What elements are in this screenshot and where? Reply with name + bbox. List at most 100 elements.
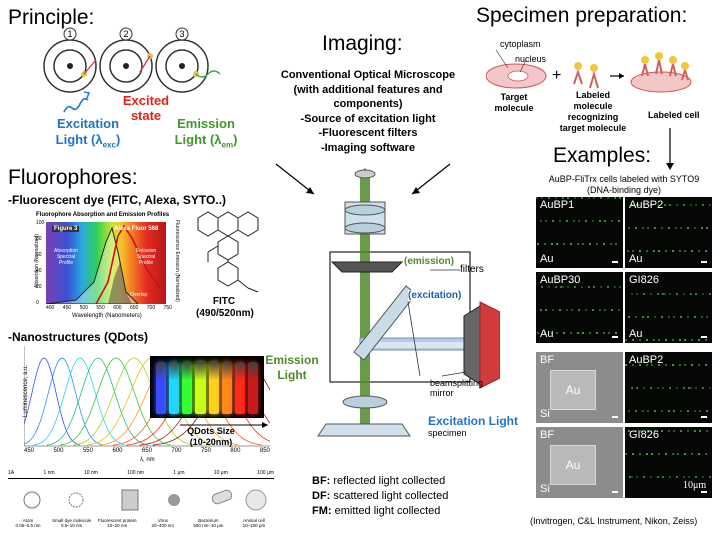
fluorescent-spot — [672, 364, 674, 366]
examples-caption: AuBP-FliTrx cells labeled with SYTO9 (DN… — [548, 174, 700, 195]
fluorescent-spot — [695, 293, 697, 295]
fluorescent-spot — [690, 293, 692, 295]
excited-state-label: Excited state — [122, 93, 170, 123]
fluorescent-spot — [615, 332, 617, 334]
fluorescent-spot — [662, 476, 664, 478]
qdot-vial-1 — [156, 362, 167, 414]
fluorescent-spot — [705, 453, 707, 455]
fluorescent-spot — [570, 243, 572, 245]
excitation-light-label: Excitation Light (λexc) — [55, 116, 121, 150]
scale-bar — [701, 491, 707, 493]
qdot-vial-6 — [221, 362, 232, 414]
spectrum-background — [46, 222, 166, 304]
fluorescent-spot — [694, 316, 696, 318]
fluorescent-spot — [705, 250, 707, 252]
imaging-title: Imaging: — [322, 32, 403, 55]
fluorescent-spot — [691, 453, 693, 455]
scale-object-icons — [23, 489, 267, 511]
emission-beam — [360, 176, 370, 434]
mode-fm: FM: emitted light collected — [312, 505, 441, 517]
scale-bar — [612, 336, 618, 338]
fluorescent-spot — [650, 293, 652, 295]
fluorescent-spot — [675, 227, 677, 229]
fluorescent-spot — [709, 204, 711, 206]
fluorescent-spot — [654, 430, 656, 432]
fluorescent-dye-line: -Fluorescent dye (FITC, Alexa, SYTO..) — [8, 193, 227, 207]
fluorescent-spot — [679, 364, 681, 366]
fluorescent-spot — [548, 286, 550, 288]
fluorescent-spot — [698, 339, 700, 341]
fluorescent-spot — [582, 332, 584, 334]
fluorescent-spot — [607, 197, 609, 199]
fluorescent-spot — [608, 332, 610, 334]
fluorescent-spot — [619, 286, 621, 288]
qdots-label: -Nanostructures (QDots) — [8, 330, 149, 344]
fluorescent-spot — [684, 339, 686, 341]
fluorescent-spot — [698, 364, 700, 366]
fluorescent-spot — [627, 250, 629, 252]
fluorescent-spot — [651, 453, 653, 455]
fluorescent-spot — [589, 243, 591, 245]
fluorescent-spot — [578, 309, 580, 311]
fluorescent-spot — [589, 332, 591, 334]
fluorescent-spot — [559, 220, 561, 222]
fluorescent-spot — [635, 227, 637, 229]
tile-label-top: AuBP2 — [629, 354, 664, 366]
fluorescent-spot — [625, 453, 627, 455]
excitation-wave-icon — [63, 91, 91, 113]
fluorescent-spot — [545, 220, 547, 222]
fluorescent-spot — [654, 410, 656, 412]
fluorescent-spot — [571, 309, 573, 311]
fluorescent-spot — [665, 364, 667, 366]
fluorescent-spot — [631, 387, 633, 389]
fluorescent-spot — [581, 286, 583, 288]
fluorescent-spot — [635, 316, 637, 318]
fluorescent-spot — [592, 220, 594, 222]
emission-light-label: Emission Light (λem) — [174, 116, 238, 150]
fluorescent-spot — [654, 316, 656, 318]
fluorescent-spot — [672, 453, 674, 455]
scale-bar — [701, 261, 707, 263]
tile-label-top: BF — [540, 429, 555, 441]
fluorescent-spot — [536, 197, 538, 199]
atom-energy-diagram: 1 2 3 — [43, 27, 221, 93]
fluorescent-spot — [699, 410, 701, 412]
fluorescent-spot — [544, 332, 546, 334]
fluorescent-spot — [545, 309, 547, 311]
fluorescent-spot — [570, 332, 572, 334]
cell-labeling-diagram: + — [486, 49, 692, 93]
fluorescent-spot — [592, 309, 594, 311]
fluorescent-spot — [669, 387, 671, 389]
fluorescent-spot — [635, 410, 637, 412]
emission-filter — [330, 261, 404, 273]
fluorescent-spot — [657, 476, 659, 478]
imaging-modes: BF: reflected light collected DF: scatte… — [312, 474, 448, 519]
fluorescent-spot — [646, 339, 648, 341]
fluorescent-spot — [690, 387, 692, 389]
qdot-size-arrow — [180, 422, 268, 428]
fluorescent-spot — [683, 387, 685, 389]
qdot-curve-5 — [60, 357, 171, 446]
filters-label: filters — [460, 264, 484, 275]
fluorescent-spot — [631, 476, 633, 478]
fluorescent-spot — [664, 293, 666, 295]
image-credit: (Invitrogen, C&L Instrument, Nikon, Zeis… — [530, 516, 698, 526]
fluorescent-spot — [610, 243, 612, 245]
fluorescent-spot — [701, 316, 703, 318]
fluorescent-spot — [695, 387, 697, 389]
fluorescent-spot — [567, 197, 569, 199]
fluorescent-spot — [556, 332, 558, 334]
fluorescent-spot — [593, 197, 595, 199]
qdot-curve-1 — [24, 357, 81, 446]
fluorescent-spot — [574, 286, 576, 288]
fluorescent-spot — [619, 197, 621, 199]
fluorescent-spot — [687, 316, 689, 318]
objective-lower — [342, 395, 388, 409]
fluorescent-spot — [687, 430, 689, 432]
fluorescent-spot — [578, 220, 580, 222]
fluorescent-spot — [593, 286, 595, 288]
fluorescent-spot — [705, 339, 707, 341]
